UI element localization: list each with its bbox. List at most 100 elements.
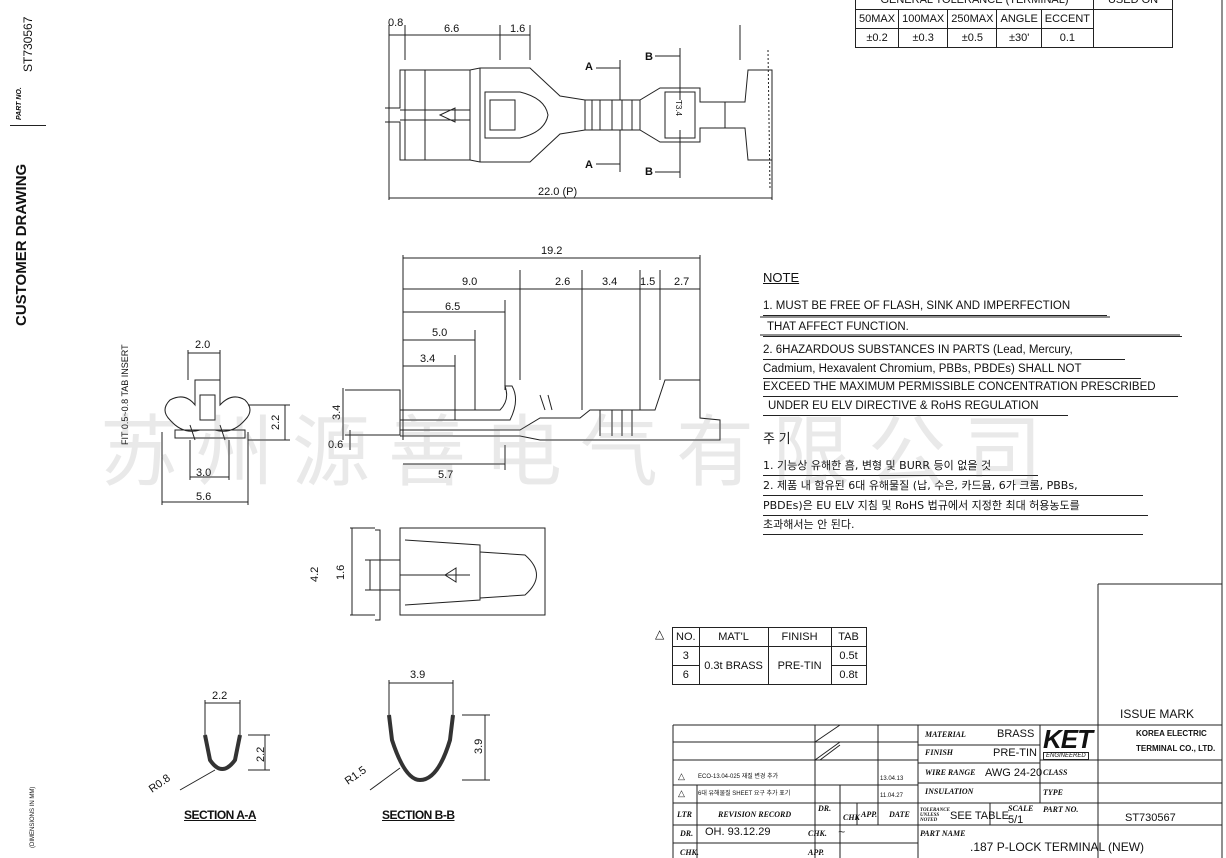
chk-label-bottom: CHK. <box>680 848 699 857</box>
notes-title: NOTE <box>763 270 800 285</box>
material-table: NO. MAT'L FINISH TAB 3 0.3t BRASS PRE-TI… <box>672 627 867 685</box>
dim-side-3-4b: 3.4 <box>420 353 435 365</box>
used-on-cell <box>1093 9 1174 48</box>
dim-side-total: 19.2 <box>541 245 562 257</box>
dim-front-5-6: 5.6 <box>196 491 211 503</box>
dr-label: DR. <box>680 829 694 838</box>
dim-front-2-0: 2.0 <box>195 339 210 351</box>
material-header: NO. <box>672 627 700 647</box>
side-view-dimensions <box>342 255 701 470</box>
material-value: BRASS <box>997 728 1035 740</box>
issue-mark-label: ISSUE MARK <box>1120 707 1195 721</box>
dim-side-2-7: 2.7 <box>674 276 689 288</box>
ket-logo: KET <box>1043 724 1093 754</box>
tolerance-value: 0.1 <box>1040 28 1095 48</box>
dim-section-b-width: 3.9 <box>410 669 425 681</box>
company-name-line-1: KOREA ELECTRIC <box>1136 729 1207 738</box>
section-b-drawing <box>369 680 490 791</box>
section-a-drawing <box>179 700 270 791</box>
bottom-view-terminal <box>350 527 546 621</box>
material-cell: 0.3t BRASS <box>698 646 769 685</box>
dim-section-b-height: 3.9 <box>473 739 485 754</box>
dim-side-5-7: 5.7 <box>438 469 453 481</box>
tolerance-header: ANGLE <box>996 9 1042 29</box>
material-label: MATERIAL <box>925 730 966 739</box>
korean-note-line: 초과해서는 안 된다. <box>763 516 1143 535</box>
tolerance-label: TOLERANCE UNLESS NOTED <box>920 808 950 823</box>
dim-side-6-5: 6.5 <box>445 301 460 313</box>
dim-side-thickness: 0.6 <box>328 439 343 451</box>
korean-note-line: PBDEs)은 EU ELV 지침 및 RoHS 법규에서 지정한 최대 허용농… <box>763 497 1148 516</box>
revision-mark: △ <box>678 788 685 798</box>
dim-top-0: 0.8 <box>388 17 403 29</box>
section-mark-a-bottom: A <box>585 159 593 171</box>
dim-section-a-width: 2.2 <box>212 690 227 702</box>
ket-logo-sub: ENGINEERED <box>1043 752 1089 760</box>
section-b-label: SECTION B-B <box>382 808 455 822</box>
rev-header-chk: CHK <box>843 813 860 822</box>
dim-side-height: 3.4 <box>331 405 343 420</box>
note-line: UNDER EU ELV DIRECTIVE & RoHS REGULATION <box>763 397 1068 416</box>
section-mark-b-top: B <box>645 51 653 63</box>
rev-header-ltr: LTR <box>677 810 692 819</box>
class-label: CLASS <box>1043 768 1068 777</box>
revision-text: 6대 유해물질 SHEET 요구 추가 표기 <box>698 791 791 797</box>
tolerance-value: SEE TABLE <box>950 810 1009 822</box>
material-cell: PRE-TIN <box>767 646 832 685</box>
note-line: THAT AFFECT FUNCTION. <box>763 318 1182 337</box>
note-line: Cadmium, Hexavalent Chromium, PBBs, PBDE… <box>763 360 1141 379</box>
part-no-label: PART NO. <box>1043 805 1079 814</box>
dim-front-2-2: 2.2 <box>270 415 282 430</box>
korean-note-line: 2. 제품 내 함유된 6대 유해물질 (납, 수은, 카드뮴, 6가 크롬, … <box>763 477 1143 496</box>
dim-bottom-1-6: 1.6 <box>335 565 347 580</box>
top-view-terminal <box>385 49 773 191</box>
company-name-line-2: TERMINAL CO., LTD. <box>1136 744 1216 753</box>
revision-date: 13.04.13 <box>880 776 904 782</box>
finish-label: FINISH <box>925 748 954 757</box>
scale-value: 5/1 <box>1008 814 1024 826</box>
app-label: APP. <box>808 848 825 857</box>
scale-label: SCALE <box>1008 804 1034 813</box>
rev-header-app: APP. <box>861 810 878 819</box>
dim-side-2-6: 2.6 <box>555 276 570 288</box>
dim-side-3-4: 3.4 <box>602 276 617 288</box>
revision-mark: △ <box>678 771 685 781</box>
side-frame-divider <box>10 125 46 126</box>
side-view-terminal <box>345 379 721 441</box>
tolerance-table: GENERAL TOLERANCE (TERMINAL) USED ON 50M… <box>854 0 1174 48</box>
tolerance-value: ±0.2 <box>854 28 900 48</box>
dim-front-3-0: 3.0 <box>196 467 211 479</box>
tolerance-value: ±30' <box>996 28 1042 48</box>
note-line: 1. MUST BE FREE OF FLASH, SINK AND IMPER… <box>763 297 1107 316</box>
rev-header-record: REVISION RECORD <box>718 810 792 819</box>
rev-header-dr: DR. <box>818 804 832 813</box>
dim-top-3: 22.0 (P) <box>538 186 577 198</box>
section-a-label: SECTION A-A <box>184 808 257 822</box>
front-view-terminal <box>161 350 290 505</box>
revision-text: ECO-13.04-025 재질 변경 추가 <box>698 774 779 780</box>
korean-note-line: 1. 기능상 유해한 흠, 변형 및 BURR 등이 없을 것 <box>763 457 1038 476</box>
finish-value: PRE-TIN <box>993 747 1037 759</box>
chk-signature-icon: ~ <box>838 825 846 839</box>
tolerance-header: 100MAX <box>898 9 949 29</box>
wire-range-label: WIRE RANGE <box>925 768 976 777</box>
dim-side-1-5: 1.5 <box>640 276 655 288</box>
dim-bottom-4-2: 4.2 <box>309 567 321 582</box>
dr-value: OH. 93.12.29 <box>705 826 771 838</box>
dim-side-5-0: 5.0 <box>432 327 447 339</box>
warning-triangle-icon: △ <box>655 627 665 641</box>
top-view-dimensions <box>388 25 773 200</box>
note-line: EXCEED THE MAXIMUM PERMISSIBLE CONCENTRA… <box>763 378 1178 397</box>
dim-side-9: 9.0 <box>462 276 477 288</box>
stamp-text: T3.4 <box>674 100 683 117</box>
part-name-label: PART NAME <box>920 829 966 838</box>
section-mark-b-bottom: B <box>645 166 653 178</box>
korean-notes-title: 주 기 <box>763 431 791 446</box>
revision-date: 11.04.27 <box>880 793 903 799</box>
type-label: TYPE <box>1043 788 1063 797</box>
dim-top-1: 6.6 <box>444 23 459 35</box>
note-line: 2. 6HAZARDOUS SUBSTANCES IN PARTS (Lead,… <box>763 341 1125 360</box>
front-fit-note: FIT 0.5~0.8 TAB INSERT <box>120 344 130 445</box>
material-cell: 6 <box>672 665 700 685</box>
